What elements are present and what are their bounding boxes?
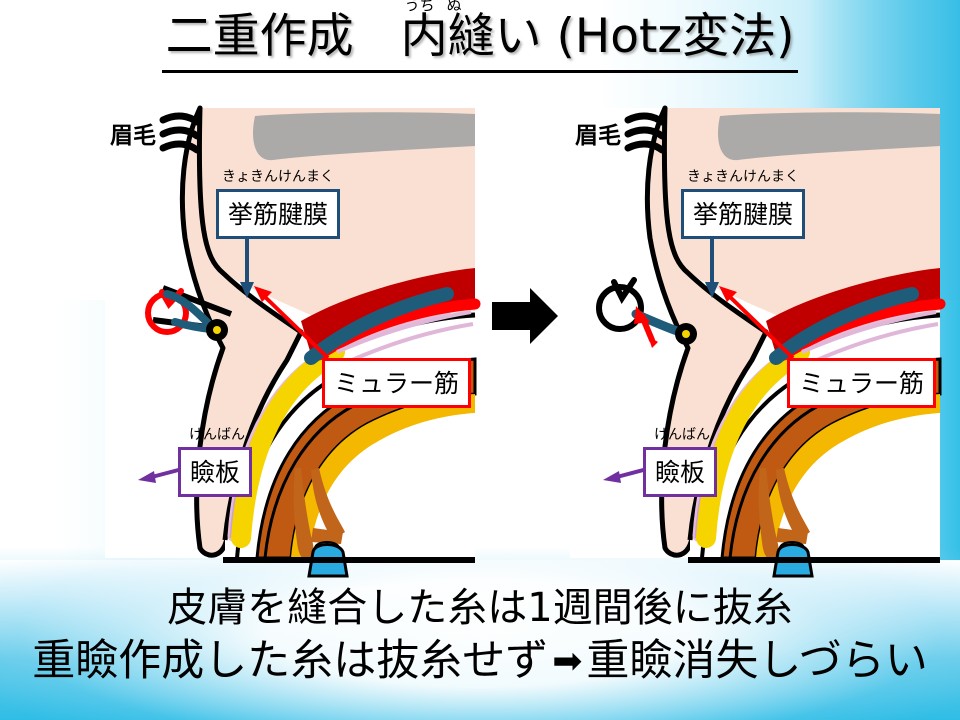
brow-label-before: 眉毛 — [110, 123, 156, 149]
caption-line-2: 重瞼作成した糸は抜糸せず➡重瞼消失しづらい — [0, 634, 960, 689]
caption-line-2-before: 重瞼作成した糸は抜糸せず — [32, 636, 549, 686]
transition-arrow — [492, 288, 558, 344]
callout-muller-after-label: ミュラー筋 — [799, 369, 925, 398]
tarsus-ruby-before: けんばん — [189, 427, 245, 443]
callout-tarsus-before[interactable]: 瞼板 — [178, 447, 253, 497]
leader-levator-before — [240, 232, 254, 298]
title-ruby-nu: ぬ — [446, 0, 462, 14]
tarsus-ruby-after: けんばん — [654, 427, 710, 443]
caption-line-2-after: 重瞼消失しづらい — [586, 636, 928, 686]
levator-ruby-after: きょきんけんまく — [687, 169, 799, 185]
callout-levator-before[interactable]: 挙筋腱膜 — [216, 189, 341, 239]
caption-line-1: 皮膚を縫合した糸は1週間後に抜糸 — [167, 585, 793, 631]
levator-ruby-before: きょきんけんまく — [222, 169, 334, 185]
panel-before — [105, 108, 475, 576]
callout-levator-after-label: 挙筋腱膜 — [693, 200, 794, 229]
leader-muller-after — [719, 286, 795, 360]
panel-after — [570, 108, 940, 576]
callout-muller-before[interactable]: ミュラー筋 — [322, 358, 472, 408]
callout-levator-after[interactable]: 挙筋腱膜 — [681, 189, 806, 239]
caption-arrow-icon: ➡ — [552, 641, 583, 682]
title-area: うち ぬ 二重作成 内縫い (Hotz変法) — [0, 0, 960, 88]
callout-muller-after[interactable]: ミュラー筋 — [787, 358, 937, 408]
eyebrow-hair-before — [159, 112, 201, 154]
callout-tarsus-after-label: 瞼板 — [655, 458, 706, 487]
page-title: うち ぬ 二重作成 内縫い (Hotz変法) — [161, 0, 799, 73]
eyebrow-hair-after — [624, 112, 666, 154]
callout-muller-before-label: ミュラー筋 — [334, 369, 460, 398]
leader-levator-after — [705, 232, 719, 298]
fold-arrow-after — [634, 306, 658, 348]
suture-knot-before — [206, 319, 228, 341]
callout-levator-before-label: 挙筋腱膜 — [228, 200, 329, 229]
slide-background-bottom — [0, 560, 960, 720]
callout-tarsus-before-label: 瞼板 — [190, 458, 241, 487]
callout-tarsus-after[interactable]: 瞼板 — [643, 447, 718, 497]
leader-muller-before — [254, 286, 330, 360]
suture-knot-after — [675, 323, 697, 345]
page-title-text: 二重作成 内縫い (Hotz変法) — [165, 9, 795, 64]
brow-label-after: 眉毛 — [575, 123, 621, 149]
caption-area: 皮膚を縫合した糸は1週間後に抜糸 重瞼作成した糸は抜糸せず➡重瞼消失しづらい — [0, 582, 960, 689]
title-ruby-uchi: うち — [404, 0, 435, 14]
